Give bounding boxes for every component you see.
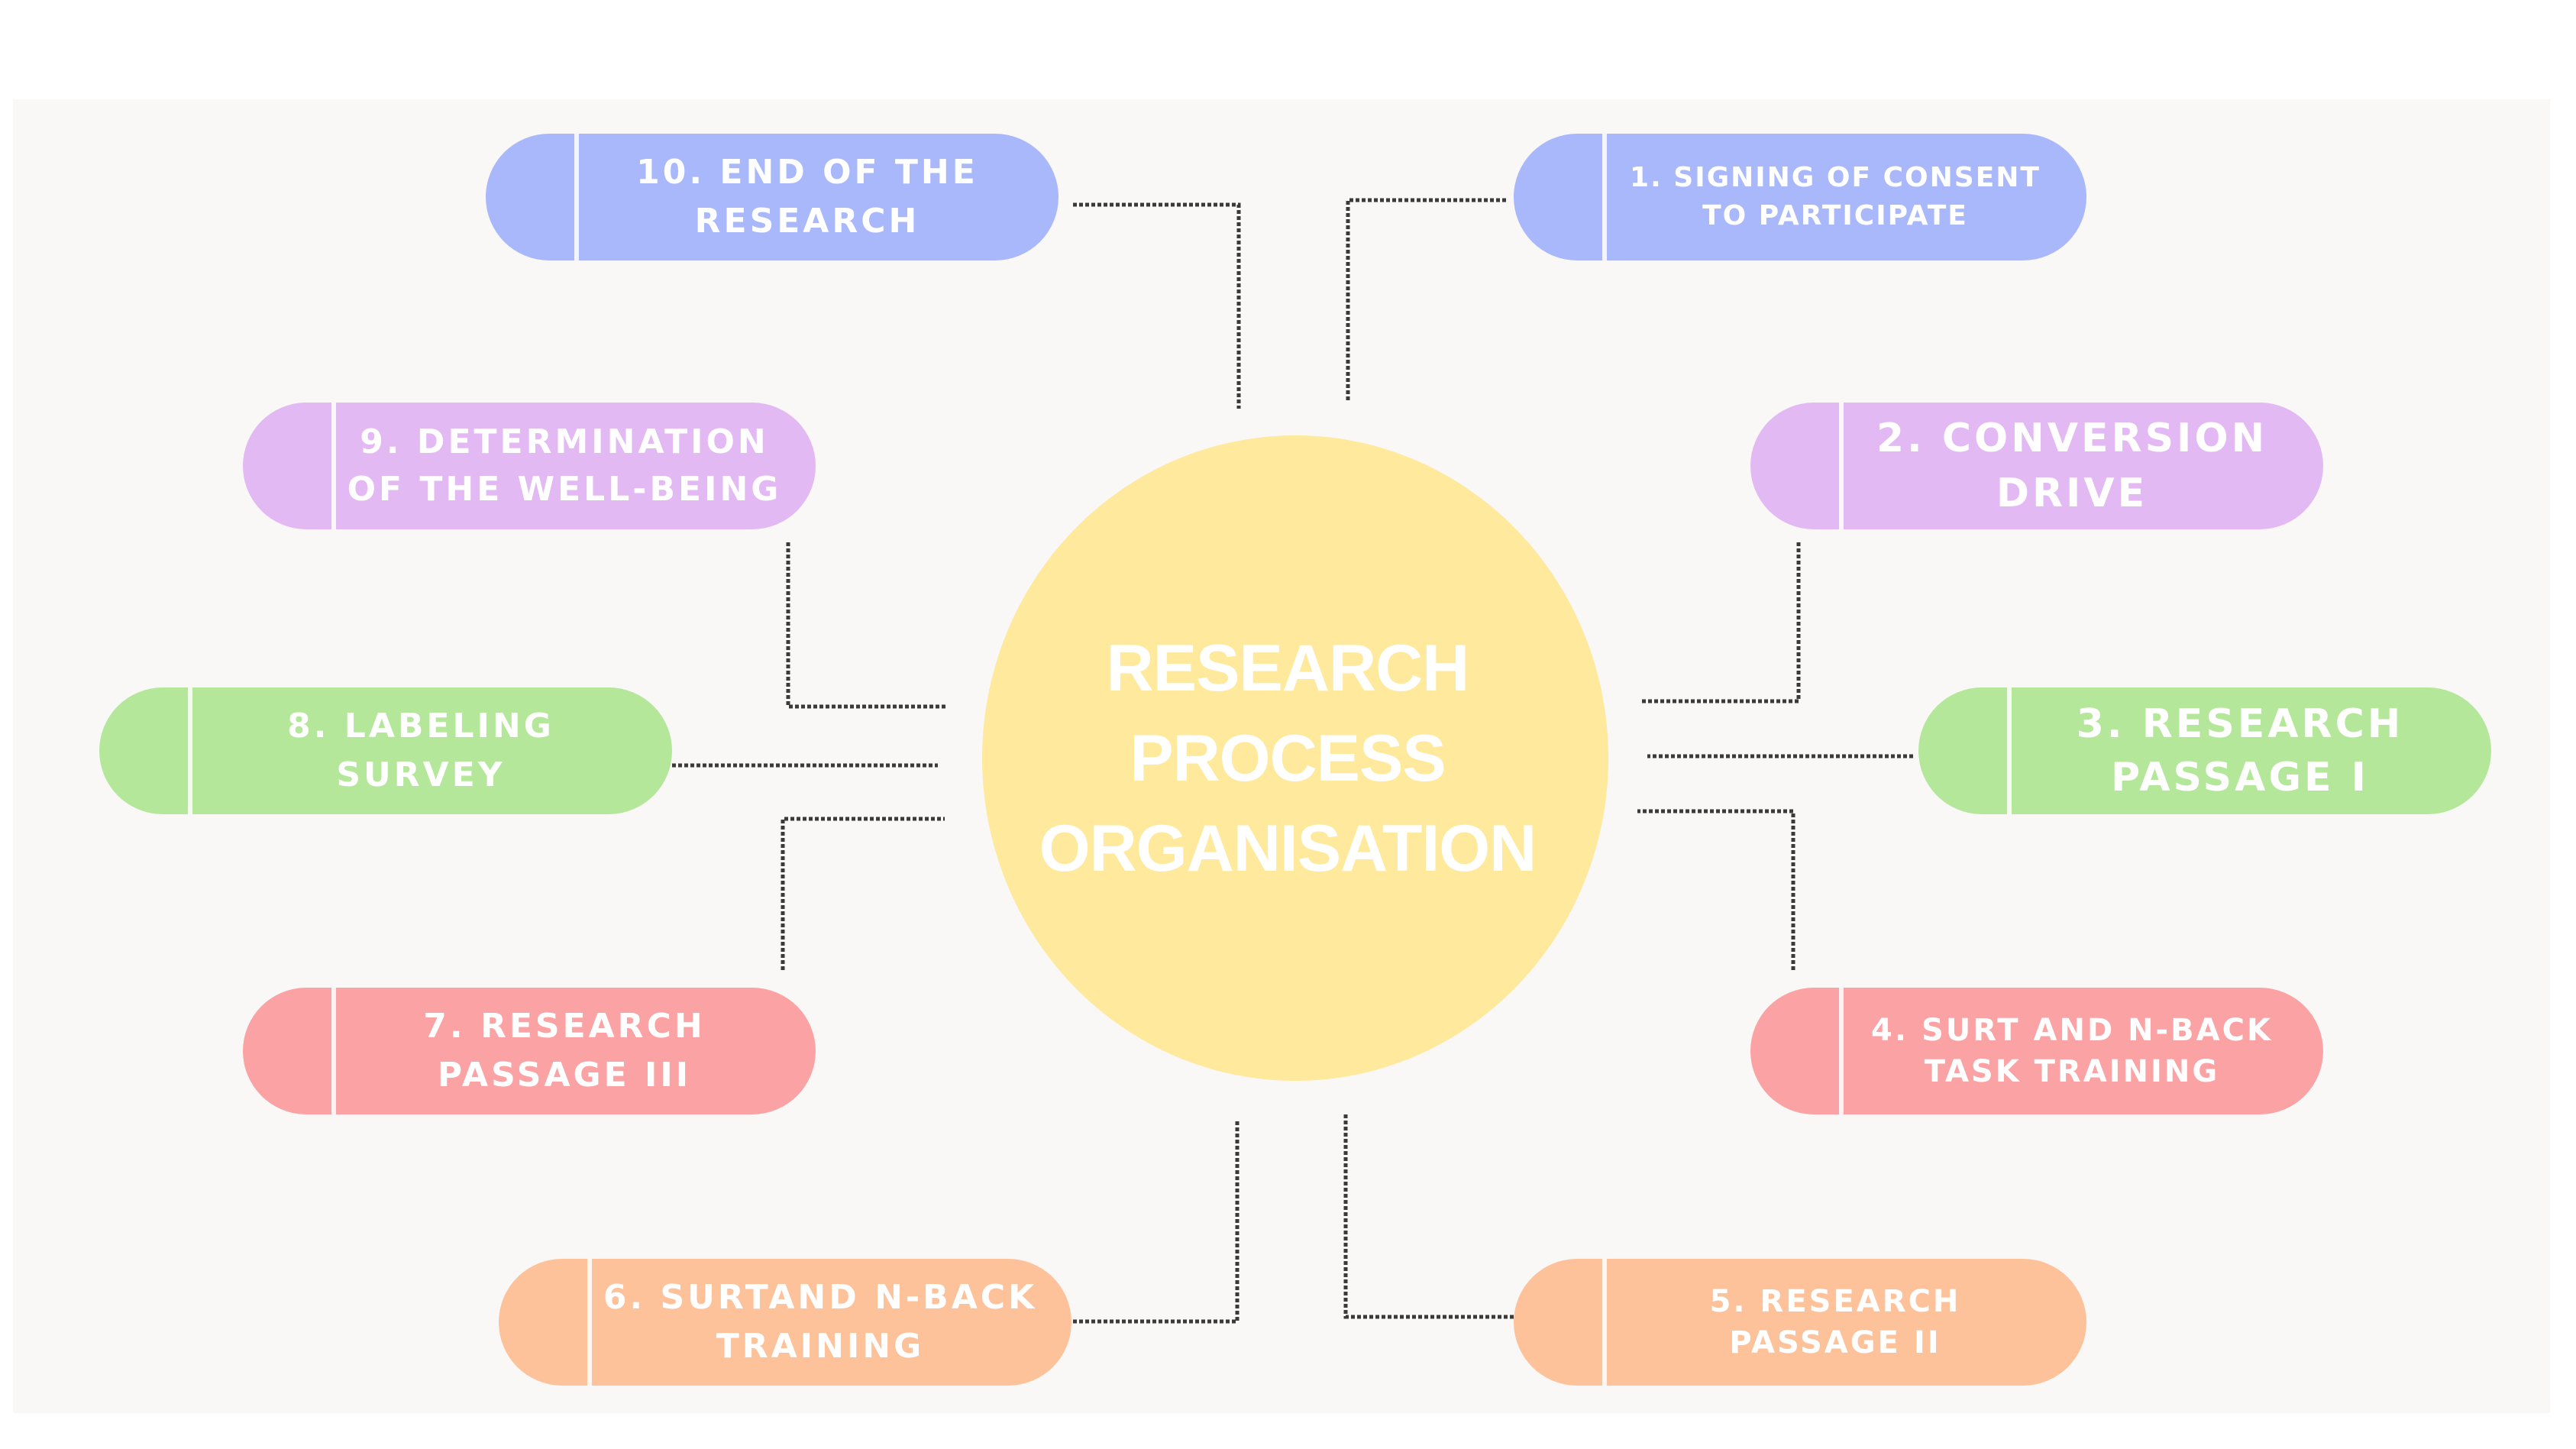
step-2-pill: 2. CONVERSION DRIVE [1750,403,2323,529]
connector-step-4 [1637,809,1795,970]
step-9-label: 9. DETERMINATION OF THE WELL-BEING [347,422,782,509]
step-10-label: 10. END OF THE RESEARCH [636,153,978,241]
step-1-cap [1514,134,1607,260]
step-8-pill: 8. LABELING SURVEY [99,687,672,814]
connector-step-9 [786,542,947,709]
step-8-cap [99,687,192,814]
step-10-pill: 10. END OF THE RESEARCH [486,134,1059,260]
step-1-pill: 1. SIGNING OF CONSENT TO PARTICIPATE [1514,134,2086,260]
step-2-label: 2. CONVERSION DRIVE [1876,416,2268,516]
step-5-cap [1514,1259,1607,1386]
connector-step-7 [781,817,945,970]
step-4-pill: 4. SURT AND N-BACK TASK TRAINING [1750,988,2323,1114]
connector-step-6 [1073,1119,1240,1324]
step-2-cap [1750,403,1844,529]
step-7-label: 7. RESEARCH PASSAGE III [423,1007,706,1095]
step-5-pill: 5. RESEARCH PASSAGE II [1514,1259,2086,1386]
step-7-pill: 7. RESEARCH PASSAGE III [243,988,816,1114]
step-6-cap [499,1259,592,1386]
connector-step-2 [1640,542,1801,703]
step-8-label: 8. LABELING SURVEY [287,707,554,794]
step-3-label: 3. RESEARCH PASSAGE I [2076,701,2404,801]
step-3-pill: 3. RESEARCH PASSAGE I [1918,687,2491,814]
step-7-cap [243,988,336,1114]
step-10-cap [486,134,579,260]
step-6-label: 6. SURTAND N-BACK TRAINING [603,1278,1038,1366]
step-4-cap [1750,988,1844,1114]
connector-step-5 [1343,1114,1514,1319]
step-1-label: 1. SIGNING OF CONSENT TO PARTICIPATE [1630,162,2041,231]
step-6-pill: 6. SURTAND N-BACK TRAINING [499,1259,1071,1386]
step-9-cap [243,403,336,529]
step-4-label: 4. SURT AND N-BACK TASK TRAINING [1871,1013,2273,1089]
center-circle: RESEARCH PROCESS ORGANISATION [982,435,1608,1081]
connector-step-1 [1346,198,1506,401]
step-9-pill: 9. DETERMINATION OF THE WELL-BEING [243,403,816,529]
step-5-label: 5. RESEARCH PASSAGE II [1709,1284,1961,1360]
step-3-cap [1918,687,2012,814]
center-title: RESEARCH PROCESS ORGANISATION [1039,631,1537,885]
connector-step-10 [1073,202,1241,409]
